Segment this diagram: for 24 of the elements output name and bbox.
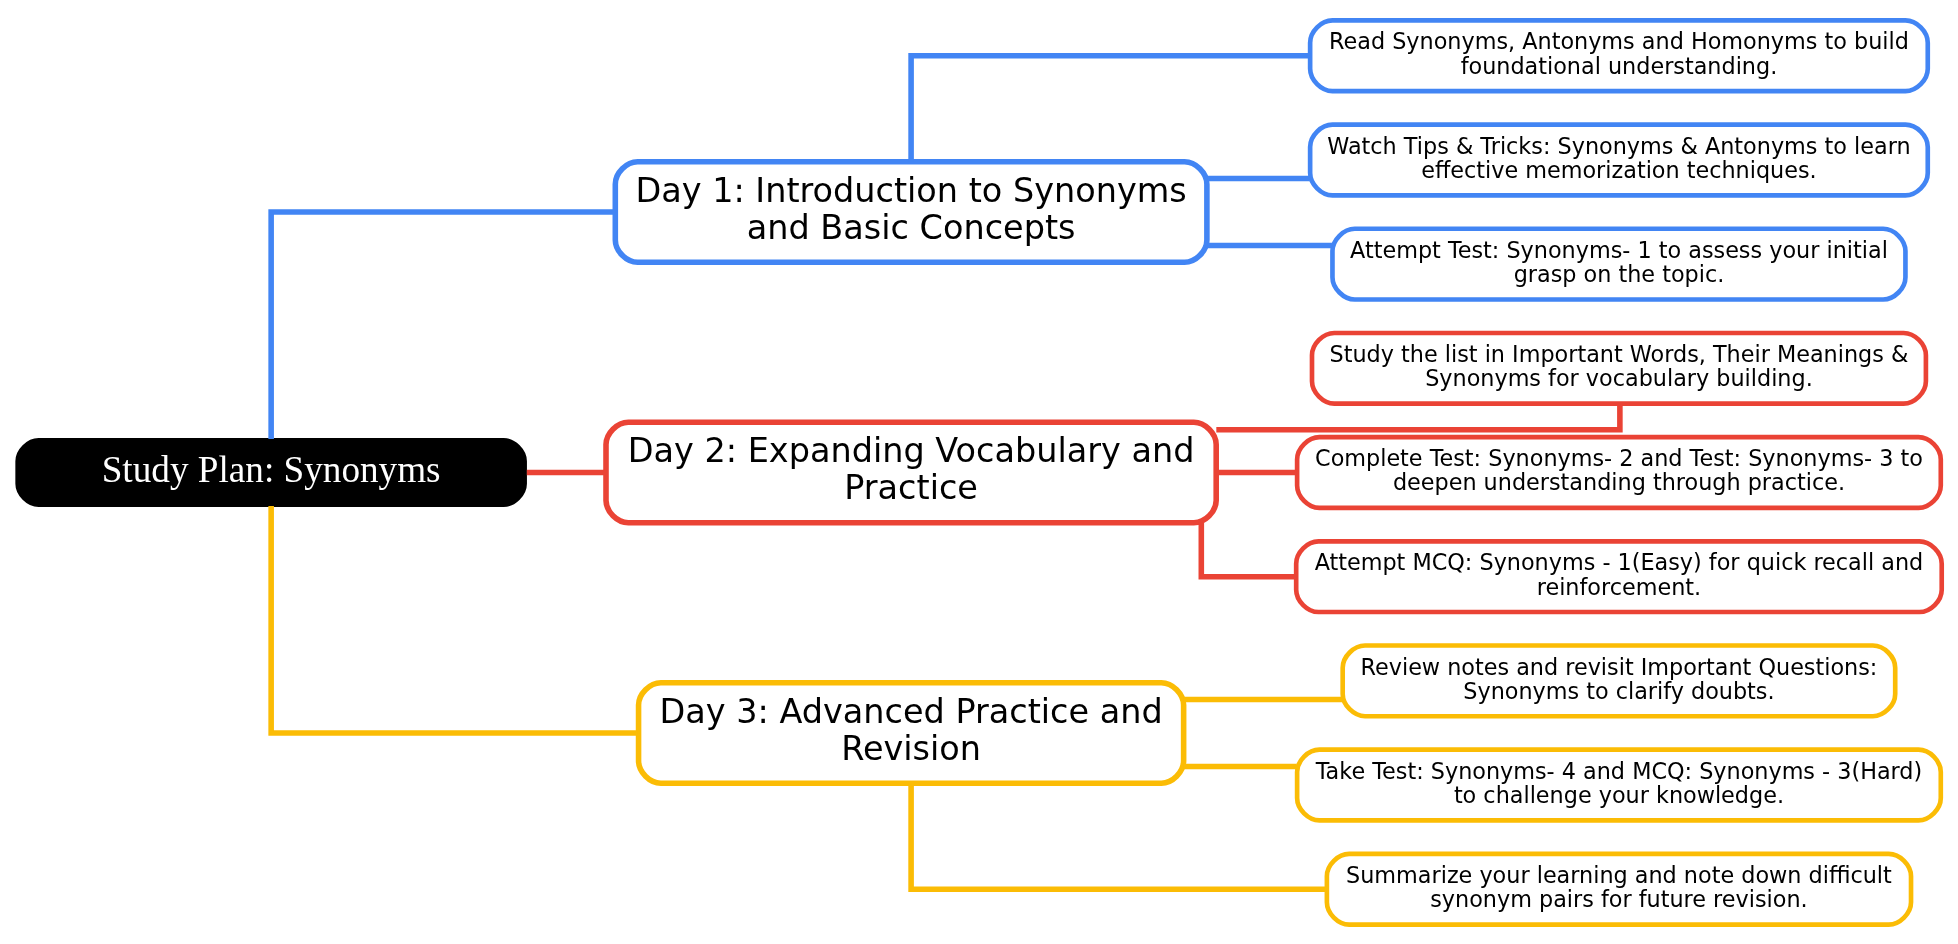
connector (1216, 403, 1623, 432)
node-box: Day 1: Introduction to Synonyms and Basic Concepts (612, 158, 1210, 265)
connector (1183, 763, 1297, 769)
node-box: Day 3: Advanced Practice and Revision (635, 679, 1187, 786)
node-box: Attempt MCQ: Synonyms - 1(Easy) for quick recall and reinforcement. (1293, 538, 1945, 614)
connector (268, 505, 638, 736)
node-box: Study the list in Important Words, Their Meanings & Synonyms for vocabulary building. (1309, 330, 1929, 406)
node-box: Summarize your learning and note down difficult synonym pairs for future revision. (1324, 851, 1914, 927)
connector (1216, 469, 1297, 475)
connector (268, 208, 615, 439)
node-box: Review notes and revisit Important Questions: Synonyms to clarify doubts. (1340, 642, 1898, 719)
connector (1207, 175, 1310, 181)
connector (1198, 522, 1297, 579)
node-box: Attempt Test: Synonyms- 1 to assess your initial grasp on the topic. (1330, 225, 1908, 302)
node-box: Complete Test: Synonyms- 2 and Test: Synonyms- 3 to deepen understanding through practice. (1294, 434, 1944, 510)
node-box: Take Test: Synonyms- 4 and MCQ: Synonyms - 3(Hard) to challenge your knowledge. (1294, 746, 1944, 823)
node-box: Study Plan: Synonyms (15, 437, 527, 507)
connector (1183, 696, 1343, 702)
node-box: Watch Tips & Tricks: Synonyms & Antonyms to learn effective memorization techniques. (1307, 121, 1931, 198)
node-box: Read Synonyms, Antonyms and Homonyms to build foundational understanding. (1307, 17, 1931, 93)
connector (526, 469, 606, 475)
connector (1207, 242, 1332, 248)
node-box: Day 2: Expanding Vocabulary and Practice (603, 418, 1219, 525)
connector (908, 52, 1311, 162)
